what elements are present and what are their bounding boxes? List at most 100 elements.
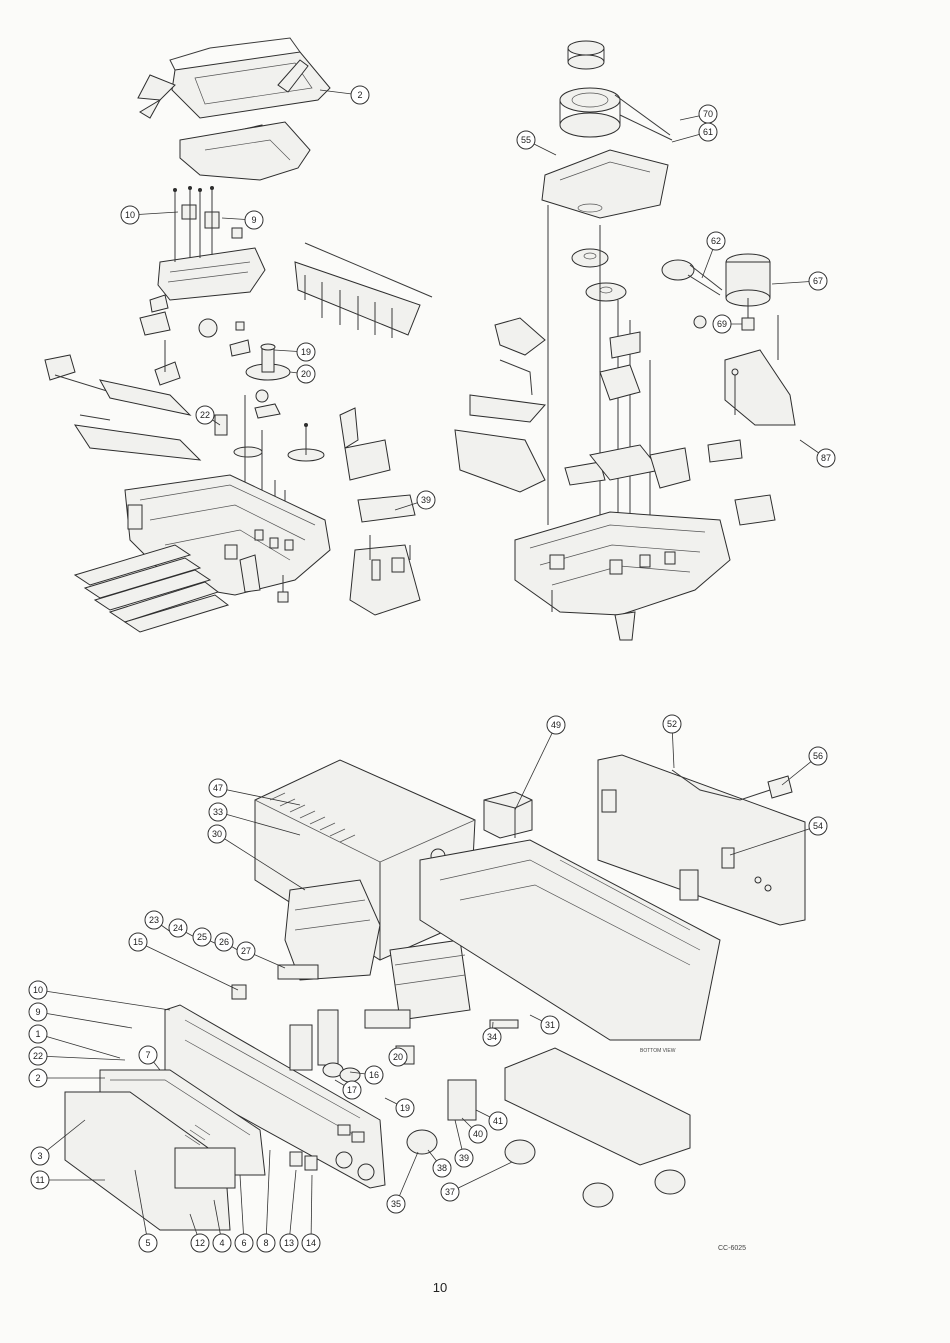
callout-number: 22 [200,410,210,420]
callout-leader-line [289,1170,296,1243]
callout-number: 37 [445,1187,455,1197]
callout-cabinet-31: 31 [530,1015,559,1034]
callout-leader-line [515,725,556,810]
mechanism-a-exploded-view [45,38,432,632]
callout-number: 61 [703,127,713,137]
callout-number: 4 [219,1238,224,1248]
callout-number: 19 [301,347,311,357]
callout-number: 31 [545,1020,555,1030]
callout-number: 70 [703,109,713,119]
callout-cabinet-27: 27 [237,942,285,968]
callout-leader-line [266,1150,270,1243]
callout-number: 39 [459,1153,469,1163]
callout-mechanism_b-67: 67 [772,272,827,290]
model-code: CC-6025 [718,1245,746,1252]
callout-cabinet-39: 39 [455,1120,473,1167]
callout-leader-line [38,990,170,1010]
callout-number: 23 [149,915,159,925]
callout-number: 20 [301,369,311,379]
callout-number: 2 [357,90,362,100]
callout-number: 40 [473,1129,483,1139]
callout-number: 10 [125,210,135,220]
callout-number: 7 [145,1050,150,1060]
callout-number: 24 [173,923,183,933]
callout-number: 47 [213,783,223,793]
callout-cabinet-2: 2 [29,1069,105,1087]
callout-number: 52 [667,719,677,729]
callout-number: 9 [35,1007,40,1017]
page-number: 10 [433,1280,447,1295]
callout-number: 87 [821,453,831,463]
callout-number: 11 [35,1175,44,1185]
callout-number: 67 [813,276,823,286]
callout-number: 34 [487,1032,497,1042]
callout-cabinet-40: 40 [462,1118,487,1143]
callout-number: 38 [437,1163,447,1173]
callout-number: 1 [35,1029,40,1039]
callout-mechanism_b-61: 61 [672,123,717,142]
callout-cabinet-14: 14 [302,1175,320,1252]
callout-number: 62 [711,236,721,246]
callout-mechanism_a-19: 19 [274,343,315,361]
callout-number: 12 [195,1238,205,1248]
callout-leader-line [38,1012,132,1028]
callout-number: 69 [717,319,727,329]
callout-number: 26 [219,937,229,947]
callout-cabinet-7: 7 [139,1046,160,1070]
callout-cabinet-56: 56 [782,747,827,785]
callout-number: 27 [241,946,251,956]
callout-mechanism_a-10: 10 [121,206,178,224]
bottom-view-label: BOTTOM VIEW [640,1048,676,1054]
callout-cabinet-22: 22 [29,1047,125,1065]
callout-leader-line [38,1034,120,1058]
callout-number: 17 [347,1085,357,1095]
callout-number: 39 [421,495,431,505]
callout-number: 54 [813,821,823,831]
callout-number: 13 [284,1238,294,1248]
mechanism-b-exploded-view [455,41,795,640]
callout-number: 56 [813,751,823,761]
callout-cabinet-38: 38 [428,1150,451,1177]
callout-number: 6 [241,1238,246,1248]
callout-number: 49 [551,720,561,730]
callout-number: 14 [306,1238,316,1248]
callout-leader-line [240,1175,244,1243]
callout-number: 9 [251,215,256,225]
callout-number: 8 [263,1238,268,1248]
callout-number: 2 [35,1073,40,1083]
callout-cabinet-37: 37 [441,1162,512,1201]
callout-cabinet-13: 13 [280,1170,298,1252]
callout-number: 33 [213,807,223,817]
callout-number: 22 [33,1051,43,1061]
callout-mechanism_b-87: 87 [800,440,835,467]
callout-number: 20 [393,1052,403,1062]
callout-cabinet-6: 6 [235,1175,253,1252]
callout-leader-line [450,1162,512,1192]
callout-cabinet-9: 9 [29,1003,132,1028]
callout-number: 55 [521,135,531,145]
callout-cabinet-10: 10 [29,981,170,1010]
callout-number: 5 [145,1238,150,1248]
callout-cabinet-19: 19 [385,1098,414,1117]
callout-cabinet-20: 20 [389,1048,407,1066]
callout-number: 10 [33,985,43,995]
callout-number: 41 [493,1116,503,1126]
callout-number: 25 [197,932,207,942]
callout-mechanism_a-9: 9 [222,211,263,229]
callout-mechanism_b-55: 55 [517,131,556,155]
callout-leader-line [38,1056,125,1060]
callout-leader-line [311,1175,312,1243]
callout-number: 30 [212,829,222,839]
callout-cabinet-52: 52 [663,715,681,768]
callout-number: 3 [37,1151,42,1161]
callout-mechanism_b-70: 70 [680,105,717,123]
callout-mechanism_b-62: 62 [702,232,725,278]
callout-mechanism_b-69: 69 [713,315,742,333]
callout-mechanism_a-20: 20 [290,365,315,383]
callout-number: 15 [133,937,143,947]
callout-number: 19 [400,1103,410,1113]
callout-number: 35 [391,1199,401,1209]
callout-cabinet-35: 35 [387,1152,418,1213]
